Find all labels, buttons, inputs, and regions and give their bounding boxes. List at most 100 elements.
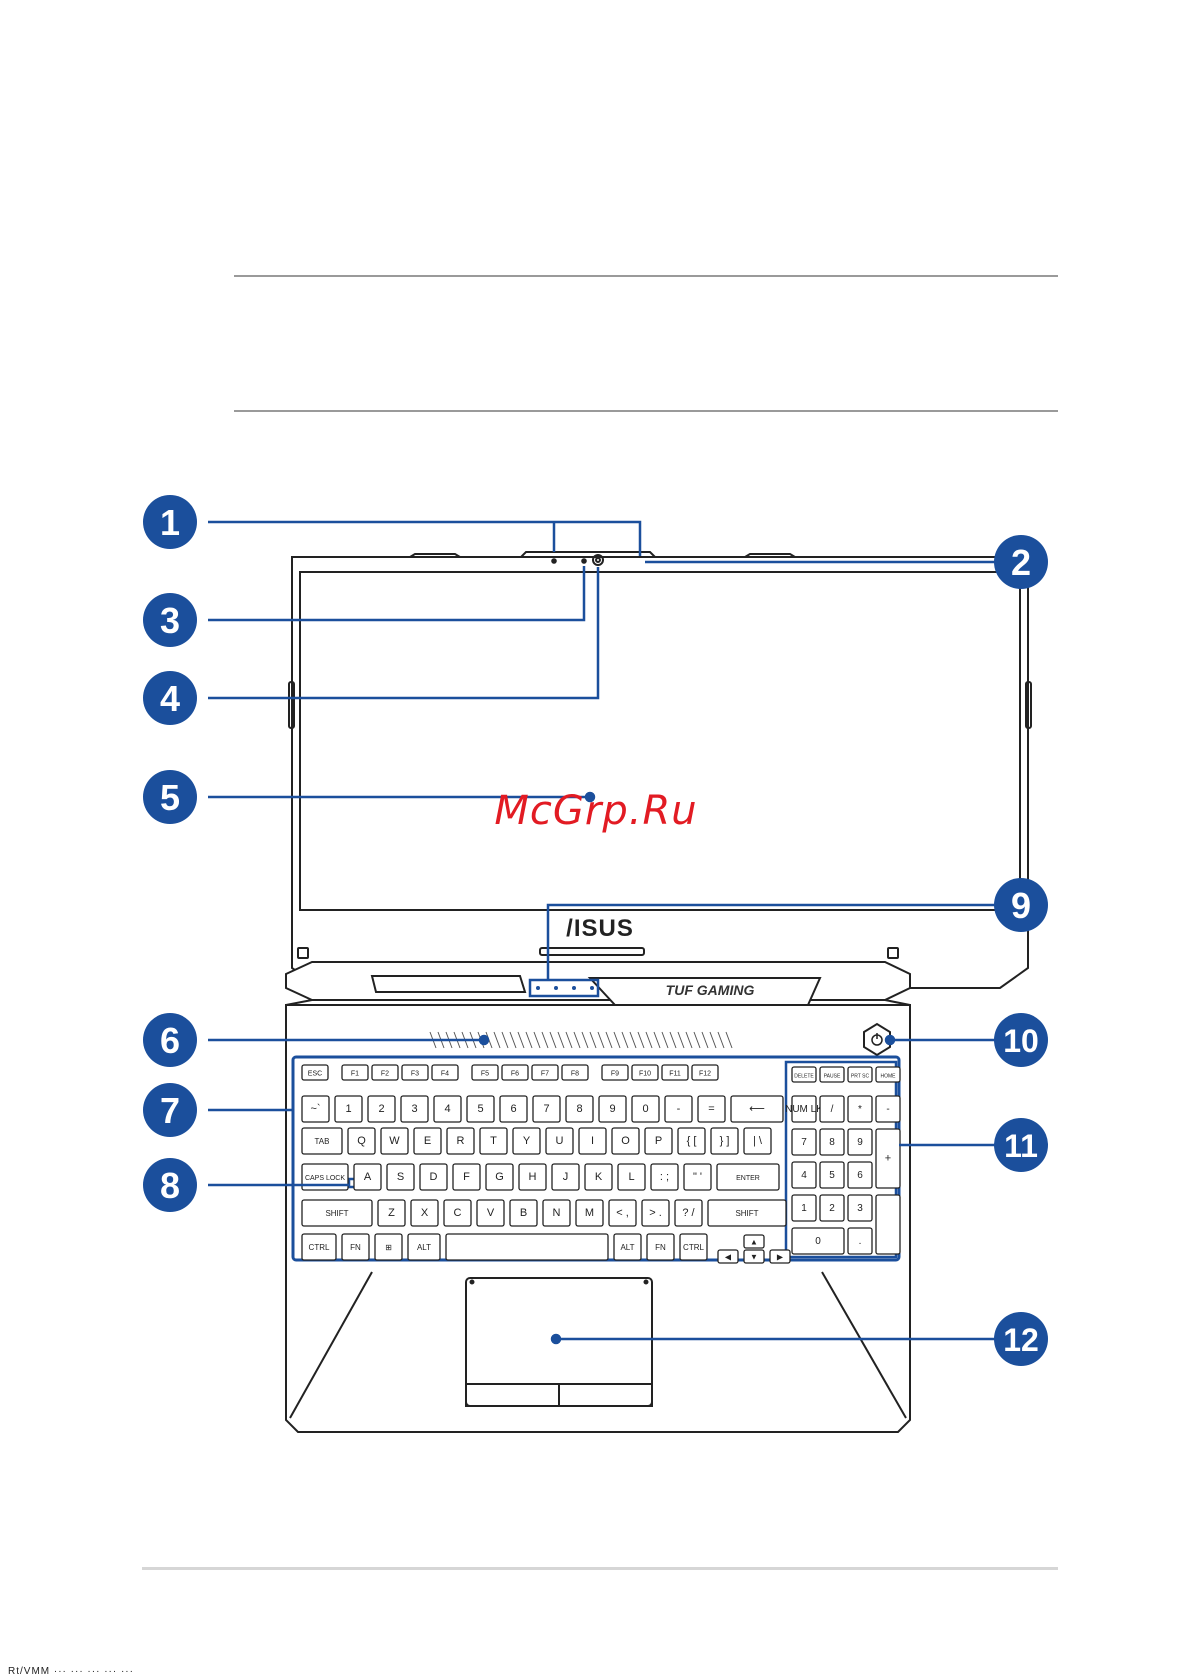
- key-row5-4[interactable]: [445, 1233, 609, 1261]
- key-row2-6[interactable]: Y: [512, 1127, 541, 1155]
- key-row2-12[interactable]: } ]: [710, 1127, 739, 1155]
- key-row4-2[interactable]: X: [410, 1199, 439, 1227]
- key-row3-0[interactable]: CAPS LOCK: [301, 1163, 349, 1191]
- numpad-key-9[interactable]: 9: [847, 1128, 873, 1156]
- key-row4-0[interactable]: SHIFT: [301, 1199, 373, 1227]
- numpad-key-5[interactable]: 5: [819, 1161, 845, 1189]
- key-row2-7[interactable]: U: [545, 1127, 574, 1155]
- numpad-0[interactable]: 0: [791, 1227, 845, 1255]
- key-f8[interactable]: F8: [561, 1064, 589, 1081]
- numpad-key-1[interactable]: 1: [791, 1194, 817, 1222]
- key-row3-7[interactable]: J: [551, 1163, 580, 1191]
- numpad-top-1[interactable]: PAUSE: [819, 1066, 845, 1083]
- key-row2-9[interactable]: O: [611, 1127, 640, 1155]
- key-f1[interactable]: F1: [341, 1064, 369, 1081]
- key-row5-2[interactable]: ⊞: [374, 1233, 403, 1261]
- key-f7[interactable]: F7: [531, 1064, 559, 1081]
- numpad-key-3[interactable]: 3: [847, 1194, 873, 1222]
- key-esc[interactable]: ESC: [301, 1064, 329, 1081]
- key-row5-6[interactable]: FN: [646, 1233, 675, 1261]
- key-num-5[interactable]: 5: [466, 1095, 495, 1123]
- touchpad-right-button[interactable]: [558, 1383, 653, 1407]
- numpad-plus[interactable]: +: [875, 1128, 901, 1189]
- numpad-top-0[interactable]: DELETE: [791, 1066, 817, 1083]
- numpad-key-7[interactable]: 7: [791, 1128, 817, 1156]
- key-f11[interactable]: F11: [661, 1064, 689, 1081]
- key-row3-2[interactable]: S: [386, 1163, 415, 1191]
- key-row2-2[interactable]: W: [380, 1127, 409, 1155]
- numpad-dot[interactable]: .: [847, 1227, 873, 1255]
- key-row2-13[interactable]: | \: [743, 1127, 772, 1155]
- numpad-key-8[interactable]: 8: [819, 1128, 845, 1156]
- key-num-8[interactable]: 8: [565, 1095, 594, 1123]
- key-row2-11[interactable]: { [: [677, 1127, 706, 1155]
- numpad-key-4[interactable]: 4: [791, 1161, 817, 1189]
- numpad-key-NUM LK[interactable]: NUM LK: [785, 1095, 823, 1123]
- numpad-key-6[interactable]: 6: [847, 1161, 873, 1189]
- key-num-12[interactable]: =: [697, 1095, 726, 1123]
- key-f3[interactable]: F3: [401, 1064, 429, 1081]
- key-num-4[interactable]: 4: [433, 1095, 462, 1123]
- key-f9[interactable]: F9: [601, 1064, 629, 1081]
- key-row4-4[interactable]: V: [476, 1199, 505, 1227]
- key-row3-1[interactable]: A: [353, 1163, 382, 1191]
- key-row3-4[interactable]: F: [452, 1163, 481, 1191]
- key-row2-5[interactable]: T: [479, 1127, 508, 1155]
- numpad-top-2[interactable]: PRT SC: [847, 1066, 873, 1083]
- key-num-6[interactable]: 6: [499, 1095, 528, 1123]
- key-num-7[interactable]: 7: [532, 1095, 561, 1123]
- numpad-key-2[interactable]: 2: [819, 1194, 845, 1222]
- key-row2-10[interactable]: P: [644, 1127, 673, 1155]
- key-num-11[interactable]: -: [664, 1095, 693, 1123]
- key-row5-1[interactable]: FN: [341, 1233, 370, 1261]
- key-row4-11[interactable]: SHIFT: [707, 1199, 787, 1227]
- key-row4-8[interactable]: < ,: [608, 1199, 637, 1227]
- key-row3-9[interactable]: L: [617, 1163, 646, 1191]
- numpad-key-*[interactable]: *: [847, 1095, 873, 1123]
- key-f5[interactable]: F5: [471, 1064, 499, 1081]
- key-num-9[interactable]: 9: [598, 1095, 627, 1123]
- key-num-0[interactable]: ~`: [301, 1095, 330, 1123]
- key-arrow-right[interactable]: ▶: [769, 1249, 791, 1264]
- numpad-top-3[interactable]: HOME: [875, 1066, 901, 1083]
- key-f2[interactable]: F2: [371, 1064, 399, 1081]
- key-num-2[interactable]: 2: [367, 1095, 396, 1123]
- key-row4-10[interactable]: ? /: [674, 1199, 703, 1227]
- key-num-3[interactable]: 3: [400, 1095, 429, 1123]
- key-row4-3[interactable]: C: [443, 1199, 472, 1227]
- numpad-key--[interactable]: -: [875, 1095, 901, 1123]
- key-row4-9[interactable]: > .: [641, 1199, 670, 1227]
- key-row4-1[interactable]: Z: [377, 1199, 406, 1227]
- key-f10[interactable]: F10: [631, 1064, 659, 1081]
- key-f6[interactable]: F6: [501, 1064, 529, 1081]
- key-row2-0[interactable]: TAB: [301, 1127, 343, 1155]
- key-row3-8[interactable]: K: [584, 1163, 613, 1191]
- key-row5-3[interactable]: ALT: [407, 1233, 441, 1261]
- power-button[interactable]: [863, 1022, 891, 1057]
- key-f4[interactable]: F4: [431, 1064, 459, 1081]
- numpad-key-/[interactable]: /: [819, 1095, 845, 1123]
- key-num-13[interactable]: ⟵: [730, 1095, 784, 1123]
- key-num-10[interactable]: 0: [631, 1095, 660, 1123]
- key-num-1[interactable]: 1: [334, 1095, 363, 1123]
- key-row3-10[interactable]: : ;: [650, 1163, 679, 1191]
- key-row3-12[interactable]: ENTER: [716, 1163, 780, 1191]
- key-row5-5[interactable]: ALT: [613, 1233, 642, 1261]
- key-row4-5[interactable]: B: [509, 1199, 538, 1227]
- key-row2-1[interactable]: Q: [347, 1127, 376, 1155]
- key-row4-7[interactable]: M: [575, 1199, 604, 1227]
- key-row2-3[interactable]: E: [413, 1127, 442, 1155]
- key-arrow-down[interactable]: ▼: [743, 1249, 765, 1264]
- key-f12[interactable]: F12: [691, 1064, 719, 1081]
- key-row5-0[interactable]: CTRL: [301, 1233, 337, 1261]
- numpad-enter[interactable]: [875, 1194, 901, 1255]
- key-arrow-up[interactable]: ▲: [743, 1234, 765, 1249]
- key-row2-8[interactable]: I: [578, 1127, 607, 1155]
- key-row3-5[interactable]: G: [485, 1163, 514, 1191]
- key-row4-6[interactable]: N: [542, 1199, 571, 1227]
- key-row3-3[interactable]: D: [419, 1163, 448, 1191]
- key-row5-7[interactable]: CTRL: [679, 1233, 708, 1261]
- key-row3-6[interactable]: H: [518, 1163, 547, 1191]
- key-arrow-left[interactable]: ◀: [717, 1249, 739, 1264]
- key-row3-11[interactable]: " ': [683, 1163, 712, 1191]
